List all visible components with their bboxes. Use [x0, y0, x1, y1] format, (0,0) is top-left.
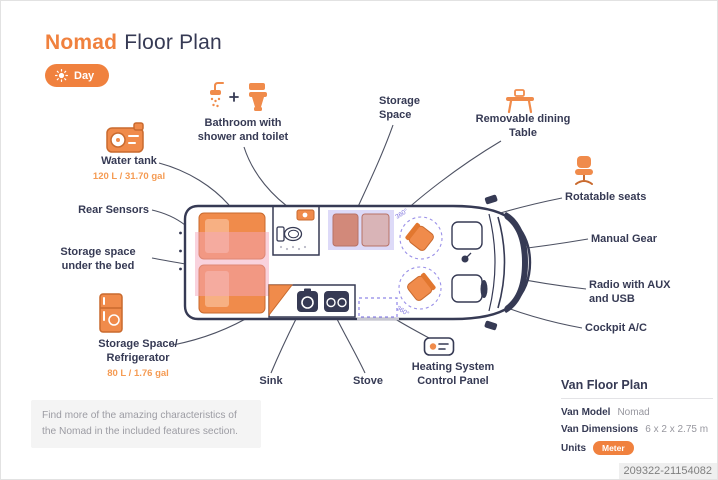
toilet [276, 226, 285, 242]
callout-title: Bathroom with shower and toilet [197, 117, 289, 143]
row-label: Van Dimensions [561, 424, 639, 435]
heating-panel-icon [423, 336, 455, 358]
callout-bathroom: Bathroom with shower and toilet [193, 117, 293, 145]
callout-dining-table: Removable dining Table [475, 113, 571, 141]
row-value: Nomad [617, 407, 650, 418]
side-mirror-bottom-icon [484, 320, 498, 331]
swivel-seat-rear: 360° [394, 207, 443, 260]
sun-icon [55, 69, 68, 82]
dining-area [328, 210, 394, 250]
callout-title: Storage Space [379, 95, 420, 121]
callout-storage-space: Storage Space [379, 95, 431, 123]
kitchen-area [268, 284, 398, 318]
row-value: 6 x 2 x 2.75 m [645, 424, 709, 435]
callout-rotatable-seats: Rotatable seats [565, 191, 665, 205]
bathroom-area [272, 207, 320, 256]
row-label: Van Model [561, 407, 611, 418]
cab-seat-bottom [451, 274, 483, 303]
watermark-id: 209322-21154082 [618, 463, 717, 479]
callout-title: Rotatable seats [565, 191, 647, 203]
bed-area [195, 212, 269, 314]
steering-wheel [480, 280, 488, 298]
shower-drain-dots [279, 245, 307, 251]
callout-cockpit-ac: Cockpit A/C [585, 322, 665, 336]
shower-and-toilet-icon [207, 81, 271, 115]
page-title-accent: Nomad [45, 31, 118, 54]
row-label: Units [561, 442, 586, 454]
callout-title: Radio with AUX and USB [589, 279, 671, 305]
callout-heating: Heating System Control Panel [405, 361, 501, 389]
sink-unit [297, 291, 318, 312]
storage-space-highlight [328, 210, 394, 250]
connector-water-tank [158, 162, 230, 206]
callout-title: Storage space under the bed [60, 246, 136, 272]
callout-rear-sensors: Rear Sensors [57, 204, 149, 218]
callout-title: Sink [259, 375, 283, 387]
info-note: Find more of the amazing characteristics… [31, 400, 261, 448]
cockpit-area [451, 221, 488, 303]
panel-title: Van Floor Plan [561, 378, 713, 399]
windshield [497, 216, 506, 309]
callout-sink: Sink [247, 375, 295, 389]
callout-title: Storage Space/ Refrigerator [98, 338, 178, 364]
callout-storage-under-bed: Storage space under the bed [45, 246, 151, 274]
van-details-panel: Van Floor Plan Van Model Nomad Van Dimen… [561, 378, 713, 461]
callout-title: Removable dining Table [475, 113, 571, 139]
page-title-rest: Floor Plan [124, 31, 222, 54]
callout-fridge: Storage Space/ Refrigerator 80 L / 1.76 … [79, 338, 197, 379]
van-model-row: Van Model Nomad [561, 407, 713, 418]
van-dimensions-row: Van Dimensions 6 x 2 x 2.75 m [561, 424, 713, 435]
refrigerator-icon [97, 292, 125, 334]
connector-bathroom [243, 146, 296, 213]
cab-seat-top [451, 221, 483, 250]
van-nose [504, 212, 528, 313]
callout-value: 80 L / 1.76 gal [107, 367, 169, 379]
connector-stove [336, 318, 366, 374]
callout-water-tank: Water tank 120 L / 31.70 gal [71, 155, 187, 183]
fridge-corner-cabinet [268, 284, 294, 317]
callout-value: 120 L / 31.70 gal [92, 170, 166, 182]
callout-title: Stove [353, 375, 383, 387]
connector-sink [270, 318, 297, 374]
side-mirror-top-icon [484, 194, 498, 205]
callout-title: Heating System Control Panel [411, 361, 495, 387]
callout-stove: Stove [343, 375, 393, 389]
day-mode-label: Day [74, 69, 95, 82]
dashboard [488, 213, 496, 312]
connector-rear-sensors [151, 209, 186, 226]
callout-manual-gear: Manual Gear [591, 233, 671, 247]
callout-title: Rear Sensors [78, 204, 149, 216]
callout-title: Manual Gear [591, 233, 658, 245]
page-title: Nomad Floor Plan [45, 31, 222, 55]
units-row: Units Meter [561, 441, 713, 455]
heating-control-zone [358, 297, 398, 318]
day-mode-toggle[interactable]: Day [45, 64, 110, 87]
callout-radio: Radio with AUX and USB [589, 279, 675, 307]
dining-table-icon [503, 87, 537, 115]
rear-sensors-dots [179, 231, 182, 271]
callout-title: Cockpit A/C [585, 322, 647, 334]
units-badge[interactable]: Meter [593, 441, 634, 455]
under-bed-storage-highlight [195, 232, 269, 296]
rotatable-seat-icon [571, 155, 597, 187]
water-tank-icon [103, 121, 151, 157]
callout-title: Water tank [101, 155, 157, 167]
